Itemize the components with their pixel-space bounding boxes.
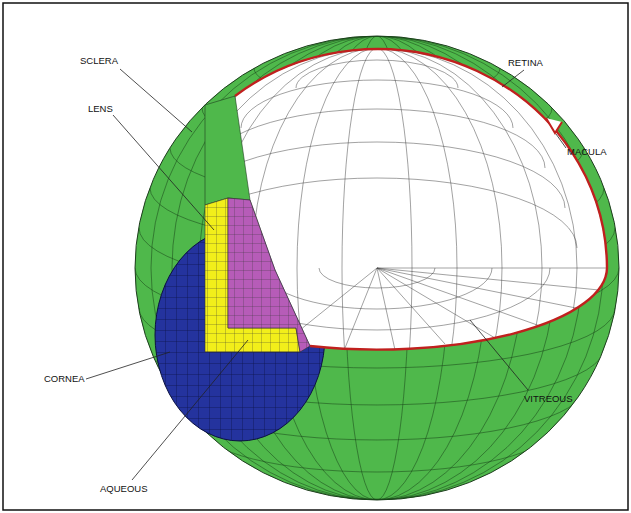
part-label: SCLERA — [80, 56, 118, 66]
label-anchor: VITREOUS — [524, 394, 573, 404]
label-anchor: SCLERA — [80, 56, 118, 66]
label-anchor: CORNEA — [44, 374, 85, 384]
frame — [3, 3, 628, 510]
leader-line — [120, 69, 192, 132]
vitreous-mesh — [177, 48, 607, 488]
leader-line — [502, 70, 524, 87]
part-label: MACULA — [567, 147, 607, 157]
part-label: RETINA — [508, 58, 543, 68]
part-label: LENS — [88, 104, 113, 114]
macula-notch — [546, 118, 562, 133]
aqueous-mesh — [228, 198, 310, 352]
part-label: AQUEOUS — [100, 484, 148, 494]
leader-lines — [86, 69, 566, 480]
sclera-section — [205, 96, 250, 205]
leader-line — [132, 340, 248, 480]
label-anchor: MACULA — [567, 147, 607, 157]
leader-line — [86, 352, 170, 379]
label-anchor: LENS — [88, 104, 113, 114]
leader-line — [470, 320, 528, 390]
leader-line — [113, 115, 214, 230]
sclera-mesh — [135, 36, 619, 500]
sclera-shell — [135, 36, 619, 500]
part-label: CORNEA — [44, 374, 85, 384]
part-label: VITREOUS — [524, 394, 573, 404]
leader-line — [556, 134, 566, 148]
label-anchor: RETINA — [508, 58, 543, 68]
aqueous-section — [228, 198, 310, 352]
label-anchor: AQUEOUS — [100, 484, 148, 494]
